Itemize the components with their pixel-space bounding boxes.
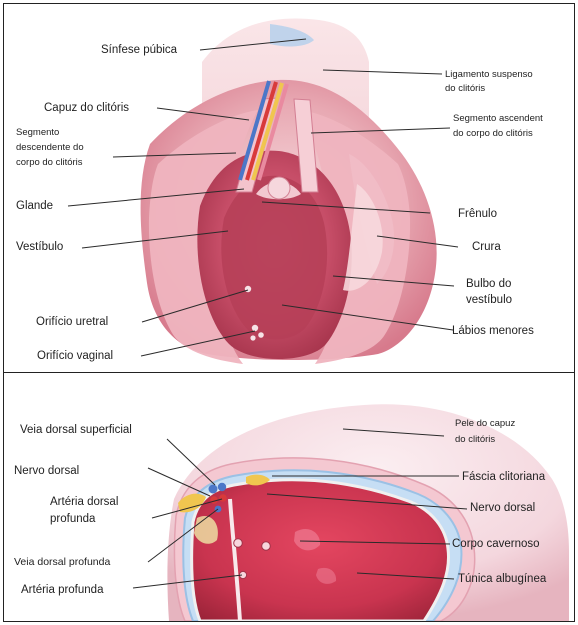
external-anatomy-shapes <box>141 19 437 364</box>
label-fascia-clitoriana: Fáscia clitoriana <box>462 471 546 483</box>
label-corpo-cavernoso: Corpo cavernoso <box>452 538 540 550</box>
label-segmento-descendente-line2: descendente do <box>16 142 84 153</box>
label-labios-menores: Lábios menores <box>452 325 534 337</box>
label-ligamento-line2: do clitóris <box>445 83 485 94</box>
label-segmento-descendente-line1: Segmento <box>16 127 59 138</box>
label-bulbo-line1: Bulbo do <box>466 278 511 290</box>
label-arteria-dorsal-line2: profunda <box>50 513 96 525</box>
label-capuz-do-clitoris: Capuz do clitóris <box>44 102 129 114</box>
label-ligamento-line1: Ligamento suspenso <box>445 69 533 80</box>
label-segmento-ascendente-line1: Segmento ascendent <box>453 113 543 124</box>
label-pele-line1: Pele do capuz <box>455 418 515 429</box>
label-vestibulo: Vestíbulo <box>16 241 63 253</box>
external-anatomy-panel: Sínfese púbica Ligamento suspenso do cli… <box>3 3 575 373</box>
cross-section-illustration: Veia dorsal superficial Pele do capuz do… <box>4 373 574 621</box>
label-segmento-ascendente-line2: do corpo do clitóris <box>453 128 533 139</box>
label-nervo-dorsal-left: Nervo dorsal <box>14 465 79 477</box>
label-sinfese-pubica: Sínfese púbica <box>101 44 178 56</box>
label-crura: Crura <box>472 241 501 253</box>
label-pele-line2: do clitóris <box>455 434 495 445</box>
label-glande: Glande <box>16 200 53 212</box>
cross-section-panel: Veia dorsal superficial Pele do capuz do… <box>3 372 575 622</box>
label-tunica-albuginea: Túnica albugínea <box>458 573 547 585</box>
label-veia-dorsal-profunda: Veia dorsal profunda <box>14 556 110 568</box>
label-orificio-uretral: Orifício uretral <box>36 316 108 328</box>
label-arteria-profunda: Artéria profunda <box>21 584 104 596</box>
external-anatomy-illustration: Sínfese púbica Ligamento suspenso do cli… <box>4 4 574 372</box>
label-veia-dorsal-superficial: Veia dorsal superficial <box>20 424 132 436</box>
label-orificio-vaginal: Orifício vaginal <box>37 350 113 362</box>
label-frenulo: Frênulo <box>458 208 497 220</box>
label-bulbo-line2: vestíbulo <box>466 294 512 306</box>
label-nervo-dorsal-right: Nervo dorsal <box>470 502 535 514</box>
label-arteria-dorsal-line1: Artéria dorsal <box>50 496 118 508</box>
label-segmento-descendente-line3: corpo do clitóris <box>16 157 83 168</box>
